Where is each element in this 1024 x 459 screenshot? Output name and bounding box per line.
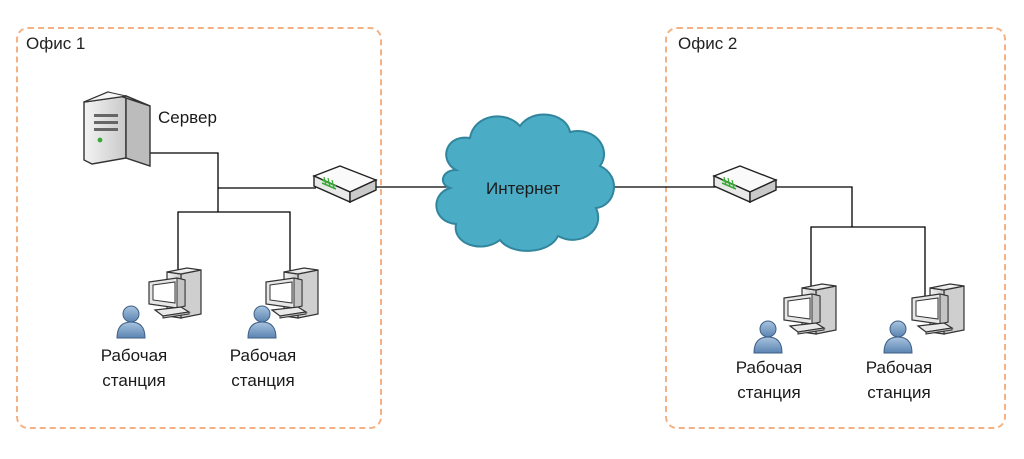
router-office-1-icon (313, 165, 377, 203)
workstation-label-line2: станция (867, 383, 931, 402)
office-2-group (665, 27, 1006, 429)
link-workstations-office1 (177, 211, 291, 294)
cloud-icon (435, 113, 615, 252)
link-workstations-office2 (810, 226, 926, 310)
workstation-label: Рабочая станция (731, 355, 807, 405)
workstation-label-line1: Рабочая (735, 358, 803, 377)
workstation-label-line1: Рабочая (100, 346, 168, 365)
router-office-2-icon (713, 165, 777, 203)
workstation-label-line1: Рабочая (865, 358, 933, 377)
office-2-title: Офис 2 (678, 34, 738, 53)
office-1-group (16, 27, 382, 429)
workstation-icon (148, 267, 202, 319)
internet-label: Интернет (486, 179, 561, 198)
workstation-label-line2: станция (737, 383, 801, 402)
link-router2-hub (775, 186, 853, 227)
user-icon (116, 305, 146, 339)
workstation-icon (265, 267, 319, 319)
workstation-label: Рабочая станция (96, 343, 172, 393)
workstation-label-line2: станция (231, 371, 295, 390)
workstation-label-line2: станция (102, 371, 166, 390)
workstation-label: Рабочая станция (861, 355, 937, 405)
office-1-title: Офис 1 (26, 34, 86, 53)
user-icon (883, 320, 913, 354)
link-server (150, 152, 219, 212)
workstation-icon (911, 283, 965, 335)
workstation-icon (783, 283, 837, 335)
server-label: Сервер (158, 108, 217, 127)
user-icon (753, 320, 783, 354)
workstation-label-line1: Рабочая (229, 346, 297, 365)
workstation-label: Рабочая станция (225, 343, 301, 393)
link-lines (150, 152, 926, 310)
server-icon (83, 91, 151, 167)
user-icon (247, 305, 277, 339)
